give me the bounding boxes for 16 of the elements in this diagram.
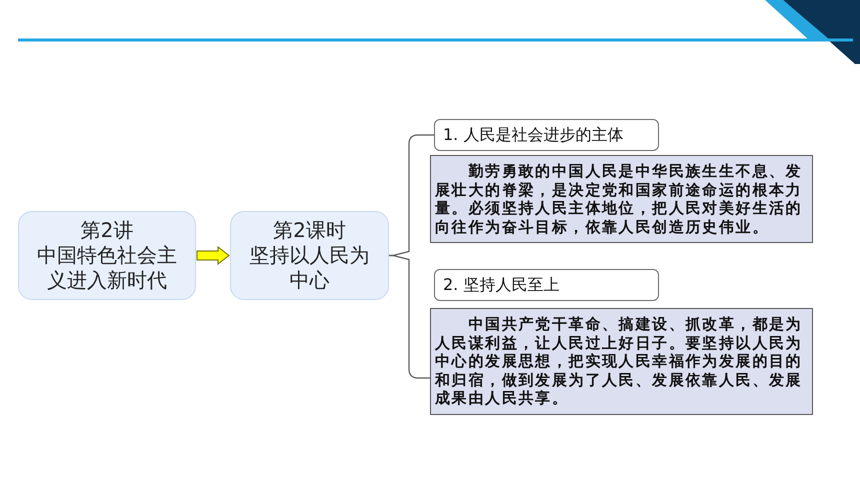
bracket-connector (389, 254, 430, 379)
topic-title: 坚持以人民为中心 (248, 243, 370, 293)
explanation-box (430, 308, 813, 415)
topic-title: 中国特色社会主义进入新时代 (36, 243, 178, 293)
explanation-box (430, 155, 813, 243)
heading-box (434, 269, 659, 301)
point-heading: 1. 人民是社会进步的主体 (443, 125, 624, 145)
topic-box (230, 211, 389, 300)
point-heading: 2. 坚持人民至上 (443, 275, 560, 295)
explanation-text: 勤劳勇敢的中国人民是中华民族生生不息、发展壮大的脊梁，是决定党和国家前途命运的根本力量。必须坚持人民主体地位，把人民对美好生活的向往作为奋斗目标，依靠人民创造历史伟业。 (435, 162, 804, 236)
topic-heading: 第2课时 (273, 218, 346, 243)
heading-box (434, 119, 659, 151)
block-arrow (196, 246, 230, 266)
explanation-text: 中国共产党干革命、搞建设、抓改革，都是为人民谋利益，让人民过上好日子。要坚持以人民为中心的发展思想，把实现人民幸福作为发展的目的和归宿，做到发展为了人民、发展依靠人民、发展成果由人民共享。 (435, 315, 804, 408)
topic-heading: 第2讲 (80, 218, 134, 243)
topic-box (18, 211, 196, 300)
